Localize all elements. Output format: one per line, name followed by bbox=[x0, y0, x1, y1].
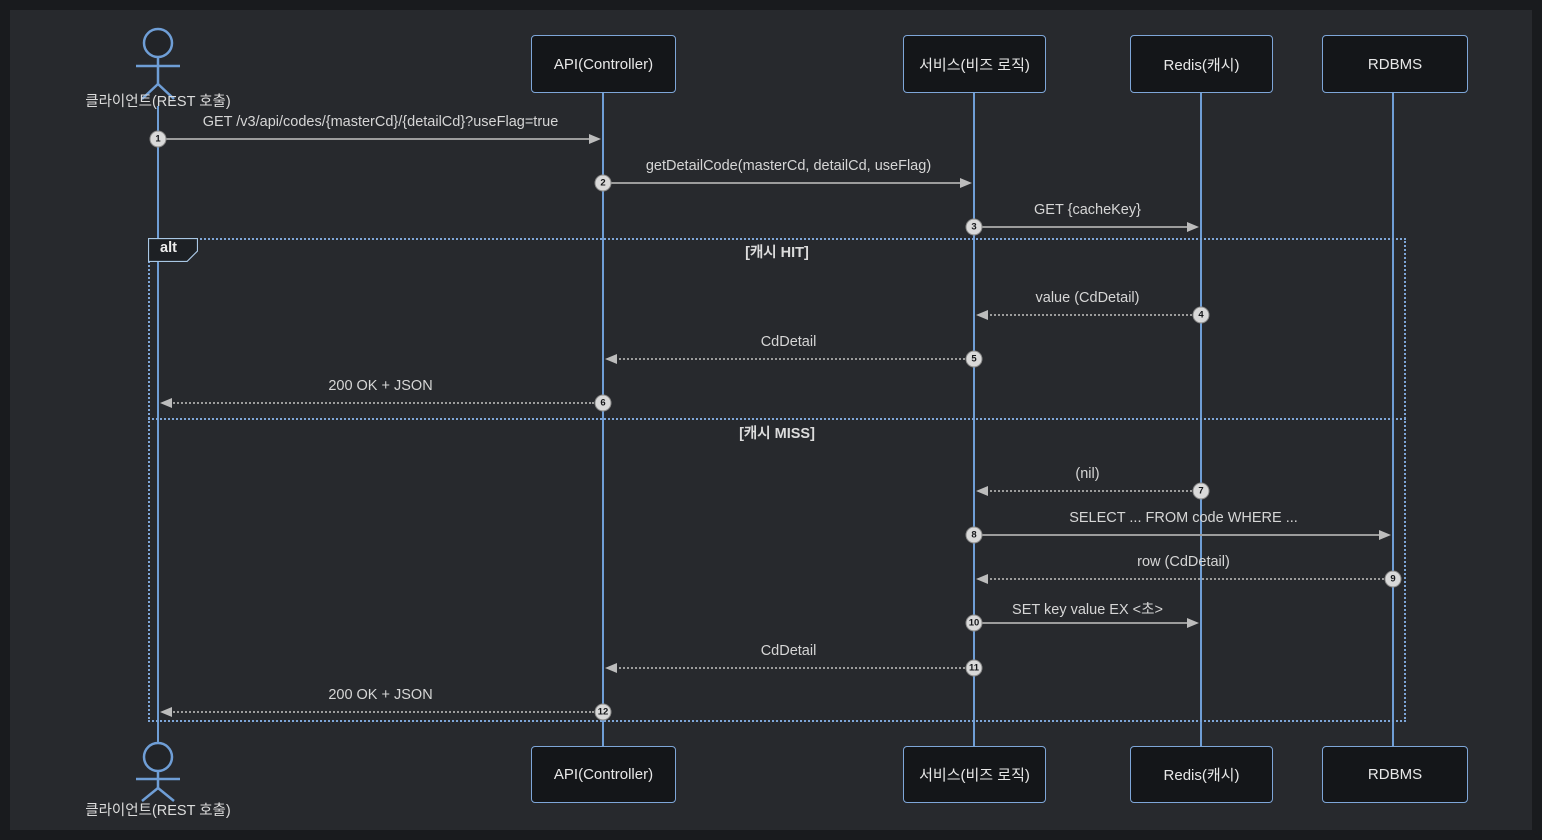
lifeline-client bbox=[157, 106, 159, 744]
message-1-label: GET /v3/api/codes/{masterCd}/{detailCd}?… bbox=[202, 114, 559, 130]
message-10-seq-number: 10 bbox=[965, 614, 983, 632]
message-9-seq-number: 9 bbox=[1384, 570, 1402, 588]
message-5-arrowhead-icon bbox=[605, 354, 617, 364]
message-9-line bbox=[986, 578, 1384, 580]
message-6-line bbox=[170, 402, 594, 404]
message-8-seq-number: 8 bbox=[965, 526, 983, 544]
client-actor-bottom-icon bbox=[136, 741, 180, 802]
message-5-label: CdDetail bbox=[760, 334, 817, 350]
message-1-seq-number: 1 bbox=[149, 130, 167, 148]
participant-api-bottom: API(Controller) bbox=[531, 746, 676, 803]
message-7-line bbox=[986, 490, 1192, 492]
message-10-arrowhead-icon bbox=[1187, 618, 1199, 628]
message-6-label: 200 OK + JSON bbox=[328, 378, 433, 394]
message-2-seq-number: 2 bbox=[594, 174, 612, 192]
participant-service-bottom: 서비스(비즈 로직) bbox=[903, 746, 1046, 803]
client-actor-top-label: 클라이언트(REST 호출) bbox=[85, 94, 231, 110]
message-12-seq-number: 12 bbox=[594, 703, 612, 721]
participant-rdbms-bottom: RDBMS bbox=[1322, 746, 1468, 803]
message-7-arrowhead-icon bbox=[976, 486, 988, 496]
message-4-label: value (CdDetail) bbox=[1035, 290, 1140, 306]
message-10-line bbox=[982, 622, 1189, 624]
alt-fragment-frame bbox=[148, 238, 1406, 722]
message-6-arrowhead-icon bbox=[160, 398, 172, 408]
message-12-label: 200 OK + JSON bbox=[328, 687, 433, 703]
message-12-line bbox=[170, 711, 594, 713]
message-6-seq-number: 6 bbox=[594, 394, 612, 412]
message-5-seq-number: 5 bbox=[965, 350, 983, 368]
client-actor-bottom-label: 클라이언트(REST 호출) bbox=[85, 803, 231, 819]
message-3-line bbox=[982, 226, 1189, 228]
message-8-arrowhead-icon bbox=[1379, 530, 1391, 540]
participant-service-top: 서비스(비즈 로직) bbox=[903, 35, 1046, 93]
message-7-seq-number: 7 bbox=[1192, 482, 1210, 500]
message-9-arrowhead-icon bbox=[976, 574, 988, 584]
alt-section-hit-label: [캐시 HIT] bbox=[745, 245, 809, 261]
participant-redis-bottom: Redis(캐시) bbox=[1130, 746, 1273, 803]
sequence-diagram-canvas: alt [캐시 HIT] [캐시 MISS] GET /v3/api/codes… bbox=[10, 10, 1532, 830]
message-9-label: row (CdDetail) bbox=[1137, 554, 1230, 570]
message-11-line bbox=[615, 667, 965, 669]
alt-fragment-tab bbox=[148, 238, 198, 262]
message-1-line bbox=[166, 138, 591, 140]
message-8-line bbox=[982, 534, 1381, 536]
message-8-label: SELECT ... FROM code WHERE ... bbox=[1069, 510, 1298, 526]
message-7-label: (nil) bbox=[1075, 466, 1100, 482]
message-2-label: getDetailCode(masterCd, detailCd, useFla… bbox=[645, 158, 932, 174]
message-11-seq-number: 11 bbox=[965, 659, 983, 677]
message-4-seq-number: 4 bbox=[1192, 306, 1210, 324]
message-3-seq-number: 3 bbox=[965, 218, 983, 236]
message-10-label: SET key value EX <초> bbox=[1012, 602, 1163, 618]
message-4-arrowhead-icon bbox=[976, 310, 988, 320]
message-4-line bbox=[986, 314, 1192, 316]
participant-api-top: API(Controller) bbox=[531, 35, 676, 93]
message-3-label: GET {cacheKey} bbox=[1034, 202, 1141, 218]
message-12-arrowhead-icon bbox=[160, 707, 172, 717]
alt-fragment-divider bbox=[148, 418, 1406, 420]
message-2-line bbox=[611, 182, 962, 184]
client-actor-top-icon bbox=[136, 27, 180, 100]
alt-section-miss-label: [캐시 MISS] bbox=[739, 426, 815, 442]
participant-redis-top: Redis(캐시) bbox=[1130, 35, 1273, 93]
alt-fragment-label: alt bbox=[160, 240, 177, 256]
message-11-label: CdDetail bbox=[760, 643, 817, 659]
message-11-arrowhead-icon bbox=[605, 663, 617, 673]
message-2-arrowhead-icon bbox=[960, 178, 972, 188]
message-1-arrowhead-icon bbox=[589, 134, 601, 144]
participant-rdbms-top: RDBMS bbox=[1322, 35, 1468, 93]
message-5-line bbox=[615, 358, 965, 360]
message-3-arrowhead-icon bbox=[1187, 222, 1199, 232]
